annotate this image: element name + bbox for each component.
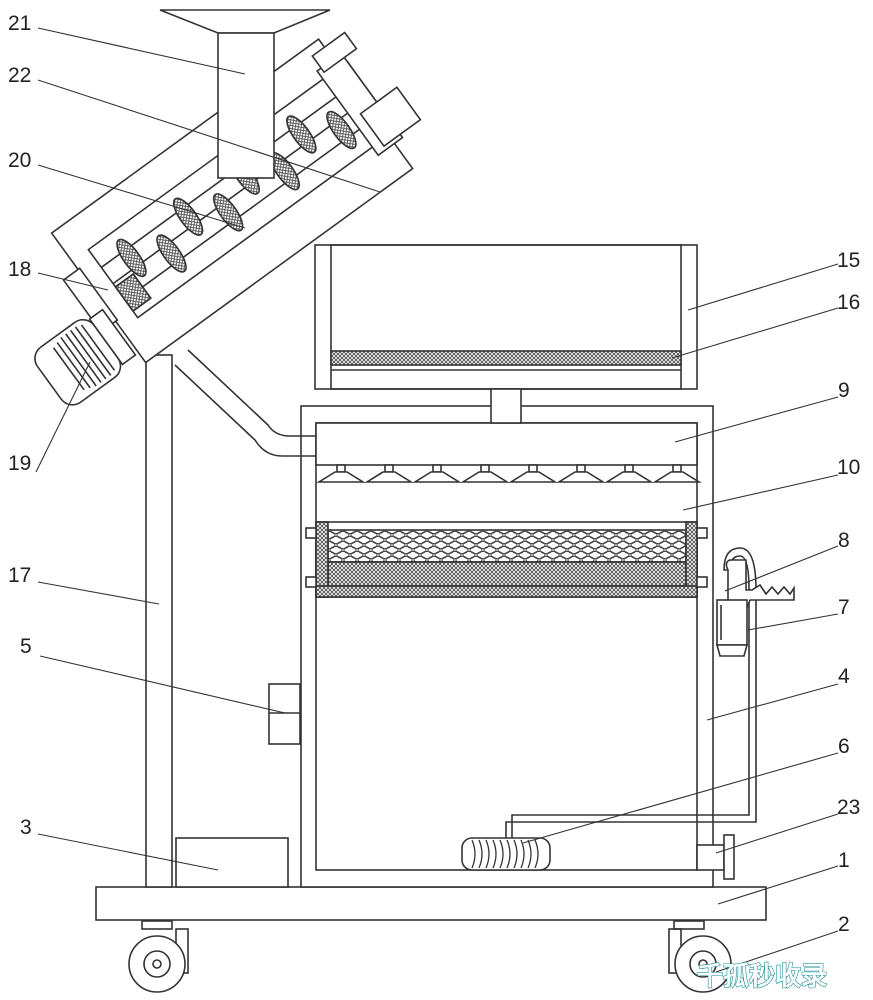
nozzle <box>316 464 366 483</box>
label-22: 22 <box>8 64 31 87</box>
label-20: 20 <box>8 149 31 172</box>
label-9: 9 <box>838 379 850 402</box>
screw-conveyor <box>50 31 422 364</box>
label-1: 1 <box>838 849 850 872</box>
mesh-filter <box>327 561 687 587</box>
base-plate <box>95 886 767 921</box>
inlet-pipe <box>174 349 316 457</box>
screw-blade <box>286 115 317 154</box>
label-16: 16 <box>837 291 860 314</box>
pump-6 <box>461 837 551 871</box>
nozzle <box>652 464 702 483</box>
spray-gun <box>715 559 795 657</box>
upper-filter-16 <box>330 350 682 366</box>
label-4: 4 <box>838 665 850 688</box>
label-5: 5 <box>20 635 32 658</box>
right-wheel <box>668 920 732 993</box>
spray-nozzles <box>316 464 702 483</box>
nozzle <box>364 464 414 483</box>
pump-pipe <box>505 547 757 845</box>
motor-19 <box>34 308 137 406</box>
labels: 21 22 20 18 19 17 5 3 15 16 9 10 8 7 4 6… <box>8 12 860 936</box>
screw-blade <box>212 193 244 232</box>
label-10: 10 <box>837 456 860 479</box>
label-7: 7 <box>838 596 850 619</box>
label-2: 2 <box>838 913 850 936</box>
label-17: 17 <box>8 564 31 587</box>
nozzle <box>556 464 606 483</box>
outlet-valve <box>696 844 725 871</box>
screw-blade <box>326 110 357 150</box>
nozzle <box>412 464 462 483</box>
left-wheel <box>128 920 189 993</box>
nozzle <box>604 464 654 483</box>
support-column <box>145 354 173 888</box>
leader-lines <box>35 27 839 973</box>
label-21: 21 <box>8 12 31 35</box>
label-3: 3 <box>20 816 32 839</box>
nozzle <box>508 464 558 483</box>
label-8: 8 <box>838 529 850 552</box>
upper-tank-outer <box>314 244 698 390</box>
label-18: 18 <box>8 258 31 281</box>
connector-post <box>490 388 522 424</box>
label-23: 23 <box>837 796 860 819</box>
side-unit <box>268 683 301 745</box>
main-tank-outer <box>300 405 714 888</box>
screw-blade <box>116 238 147 278</box>
nozzle <box>460 464 510 483</box>
label-19: 19 <box>8 452 31 475</box>
pebble-filter <box>327 529 687 563</box>
label-15: 15 <box>837 249 860 272</box>
label-6: 6 <box>838 735 850 758</box>
spray-chamber <box>315 422 698 466</box>
screw-blade <box>156 234 187 273</box>
watermark-text: 千孤秒收录 <box>697 961 827 992</box>
screw-blade <box>172 197 204 236</box>
control-box <box>175 837 289 888</box>
